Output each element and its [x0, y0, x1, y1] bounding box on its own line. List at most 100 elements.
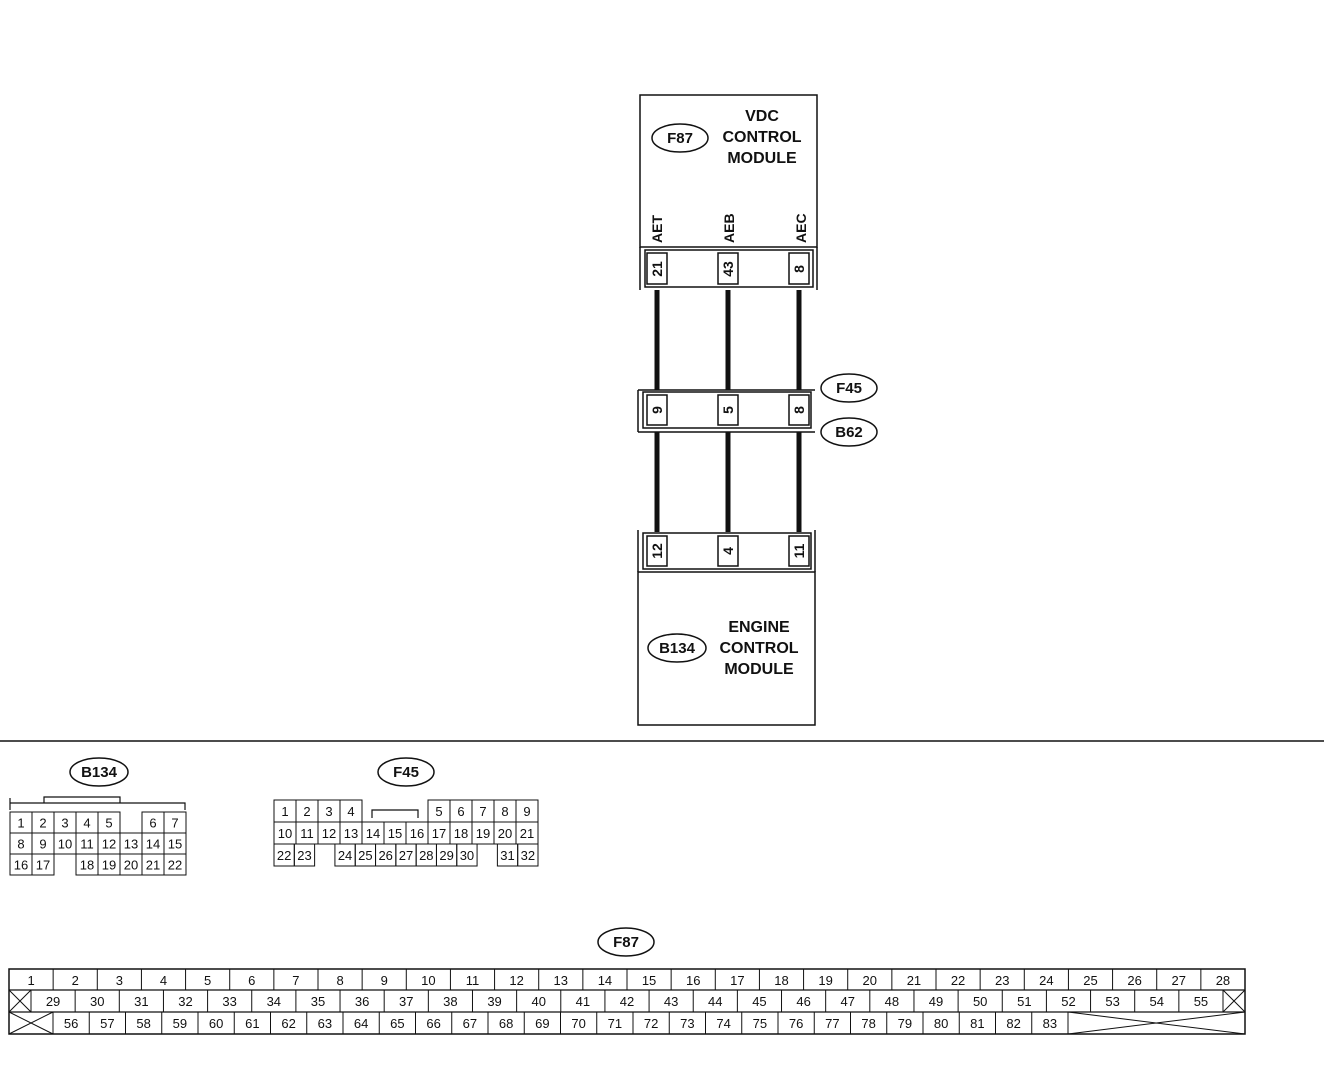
f87-cavity-71: 71 — [608, 1016, 622, 1031]
vdc-pin-aec: 8 — [791, 265, 807, 273]
ecm-title-line-3: MODULE — [724, 661, 794, 678]
f45-cavity-4: 4 — [339, 799, 363, 823]
f45-cavity-17: 17 — [427, 821, 451, 845]
b134-cavity-21-label: 21 — [146, 858, 160, 873]
b134-cavity-17: 17 — [31, 853, 55, 876]
f87-cavity-42: 42 — [620, 994, 634, 1009]
b134-cavity-5: 5 — [97, 811, 121, 834]
vdc-pin-aeb: 43 — [720, 261, 736, 277]
f45-cavity-10-label: 10 — [278, 826, 292, 841]
engine-control-module: B134 ENGINE CONTROL MODULE — [637, 571, 816, 726]
f87-cavity-6: 6 — [248, 973, 255, 988]
f87-blank-row2-left — [8, 989, 32, 1013]
b134-cavity-3: 3 — [53, 811, 77, 834]
f87-cavity-63: 63 — [318, 1016, 332, 1031]
f87-cavity-30: 30 — [90, 994, 104, 1009]
f87-cavity-9: 9 — [381, 973, 388, 988]
b134-cavity-1: 1 — [9, 811, 33, 834]
f87-cavity-40: 40 — [531, 994, 545, 1009]
f87-cavity-60: 60 — [209, 1016, 223, 1031]
f87-cavity-2: 2 — [72, 973, 79, 988]
vdc-connector: 21 43 8 — [639, 247, 818, 290]
f45-cavity-15: 15 — [383, 821, 407, 845]
f45-cavity-17-label: 17 — [432, 826, 446, 841]
f87-cavity-8: 8 — [336, 973, 343, 988]
f87-cavity-65: 65 — [390, 1016, 404, 1031]
f87-cavity-25: 25 — [1083, 973, 1097, 988]
f87-cavity-20: 20 — [863, 973, 877, 988]
f45-cavity-22: 22 — [273, 843, 295, 867]
f87-cavity-32: 32 — [178, 994, 192, 1009]
f87-cavity-64: 64 — [354, 1016, 368, 1031]
f45-cavity-11: 11 — [295, 821, 319, 845]
f45-face-tag: F45 — [393, 764, 419, 781]
signal-aeb: AEB — [721, 213, 737, 243]
f45-cavity-23: 23 — [293, 843, 316, 867]
f87-cavity-50: 50 — [973, 994, 987, 1009]
f45-cavity-14-label: 14 — [366, 826, 380, 841]
f45-cavity-2-label: 2 — [303, 804, 310, 819]
b134-cavity-14: 14 — [141, 832, 165, 855]
f87-cavity-3: 3 — [116, 973, 123, 988]
b134-cavity-9: 9 — [31, 832, 55, 855]
b134-cavity-21: 21 — [141, 853, 165, 876]
vdc-title-line-2: CONTROL — [722, 129, 801, 146]
b134-cavity-4: 4 — [75, 811, 99, 834]
f87-cavity-24: 24 — [1039, 973, 1053, 988]
f45-cavity-23-label: 23 — [297, 848, 311, 863]
f87-cavity-7: 7 — [292, 973, 299, 988]
f87-cavity-79: 79 — [898, 1016, 912, 1031]
f87-cavity-11: 11 — [466, 973, 480, 988]
f45-cavity-14: 14 — [361, 821, 385, 845]
f45-cavity-5-label: 5 — [435, 804, 442, 819]
f45-cavity-25: 25 — [354, 843, 377, 867]
f45-cavity-30: 30 — [456, 843, 478, 867]
f45-cavity-9-label: 9 — [523, 804, 530, 819]
b134-cavity-6: 6 — [141, 811, 165, 834]
f87-cavity-73: 73 — [680, 1016, 694, 1031]
f87-cavity-1: 1 — [27, 973, 34, 988]
f87-cavity-17: 17 — [730, 973, 744, 988]
b134-cavity-20: 20 — [119, 853, 143, 876]
f87-cavity-19: 19 — [818, 973, 832, 988]
b134-cavity-13: 13 — [119, 832, 143, 855]
b134-cavity-9-label: 9 — [39, 837, 46, 852]
b134-cavity-7-label: 7 — [171, 816, 178, 831]
f45-cavity-20-label: 20 — [498, 826, 512, 841]
f87-blank-row3-left — [8, 1011, 54, 1035]
f45-cavity-28: 28 — [415, 843, 437, 867]
f87-cavity-35: 35 — [311, 994, 325, 1009]
b134-cavity-20-label: 20 — [124, 858, 138, 873]
b134-cavity-12-label: 12 — [102, 837, 116, 852]
f45-cavity-18-label: 18 — [454, 826, 468, 841]
f87-cavity-49: 49 — [929, 994, 943, 1009]
f87-cavity-82: 82 — [1006, 1016, 1020, 1031]
f87-cavity-18: 18 — [774, 973, 788, 988]
f87-cavity-77: 77 — [825, 1016, 839, 1031]
f45-cavity-32-label: 32 — [521, 848, 535, 863]
f87-cavity-46: 46 — [796, 994, 810, 1009]
b134-cavity-10: 10 — [53, 832, 77, 855]
f45-cavity-31-label: 31 — [500, 848, 514, 863]
f87-cavity-34: 34 — [267, 994, 281, 1009]
b134-cavity-7: 7 — [163, 811, 187, 834]
f45-cavity-12-label: 12 — [322, 826, 336, 841]
f45-cavity-4-label: 4 — [347, 804, 354, 819]
vdc-code: F87 — [667, 130, 693, 147]
f87-cavity-54: 54 — [1150, 994, 1164, 1009]
joint-lower-tag: B62 — [835, 424, 863, 441]
f87-cavity-61: 61 — [245, 1016, 259, 1031]
b134-cavity-8: 8 — [9, 832, 33, 855]
f87-cavity-59: 59 — [173, 1016, 187, 1031]
f87-cavity-16: 16 — [686, 973, 700, 988]
f87-cavity-4: 4 — [160, 973, 167, 988]
f45-cavity-6: 6 — [449, 799, 473, 823]
b134-cavity-13-label: 13 — [124, 837, 138, 852]
b134-cavity-15-label: 15 — [168, 837, 182, 852]
vdc-control-module: F87 VDC CONTROL MODULE AET AEB AEC — [639, 94, 818, 248]
b134-cavity-12: 12 — [97, 832, 121, 855]
f87-cavity-83: 83 — [1043, 1016, 1057, 1031]
f45-cavity-27-label: 27 — [399, 848, 413, 863]
b134-cavity-15: 15 — [163, 832, 187, 855]
